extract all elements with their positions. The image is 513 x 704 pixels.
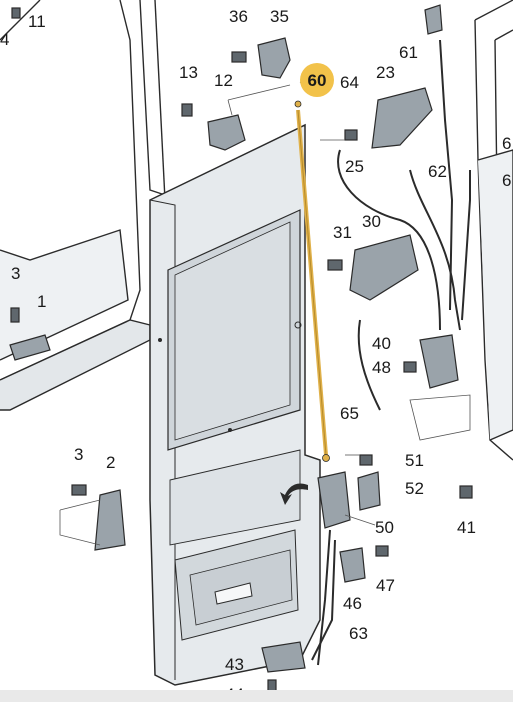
label-40: 40 <box>372 334 391 353</box>
label-30: 30 <box>362 212 381 231</box>
label-65: 65 <box>340 404 359 423</box>
label-64: 64 <box>340 73 359 92</box>
label-62: 62 <box>428 162 447 181</box>
label-31: 31 <box>333 223 352 242</box>
label-35: 35 <box>270 7 289 26</box>
van-body-right <box>474 0 513 461</box>
label-61: 61 <box>399 43 418 62</box>
label-11: 11 <box>28 12 46 31</box>
label-48: 48 <box>372 358 391 377</box>
label-23: 23 <box>376 63 395 82</box>
label-41: 41 <box>457 518 476 537</box>
label-51: 51 <box>405 451 424 470</box>
label-6a: 6 <box>502 134 512 153</box>
label-3b: 3 <box>74 445 84 464</box>
label-1: 1 <box>37 292 47 311</box>
label-6b: 6 <box>502 171 512 190</box>
label-2: 2 <box>106 453 116 472</box>
label-60: 60 <box>300 63 334 97</box>
bottom-strip <box>0 690 513 702</box>
label-13: 13 <box>179 63 198 82</box>
label-52: 52 <box>405 479 424 498</box>
label-36: 36 <box>229 7 248 26</box>
rod-60 <box>294 100 330 462</box>
label-50: 50 <box>375 518 394 537</box>
parts <box>9 4 473 693</box>
cables <box>311 39 471 666</box>
label-43: 43 <box>225 655 244 674</box>
label-25: 25 <box>345 157 364 176</box>
direction-arrow <box>280 483 308 505</box>
label-47: 47 <box>376 576 395 595</box>
label-12: 12 <box>214 71 233 90</box>
label-46: 46 <box>343 594 362 613</box>
van-body-left <box>0 0 166 411</box>
label-4: 4 <box>0 30 10 49</box>
rear-door-panel <box>149 123 321 686</box>
label-63: 63 <box>349 624 368 643</box>
callout-lines <box>59 81 471 546</box>
label-3a: 3 <box>11 264 21 283</box>
